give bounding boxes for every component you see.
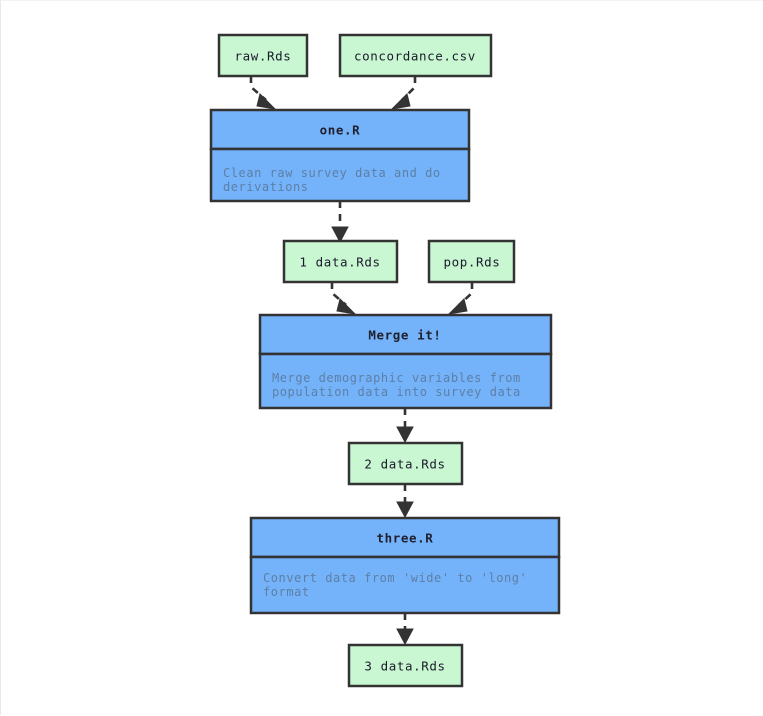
edge-raw-to-one [249, 76, 277, 110]
node-pop-rds-label: pop.Rds [444, 255, 501, 270]
edge-1data-to-merge [330, 282, 357, 315]
node-one-r-title: one.R [320, 123, 361, 138]
node-three-r-desc-line1: Convert data from 'wide' to 'long' [263, 571, 527, 585]
node-pop-rds[interactable]: pop.Rds [427, 239, 516, 284]
edge-2data-to-three [396, 484, 414, 519]
edge-pop-to-merge [447, 282, 474, 315]
node-concordance-csv-label: concordance.csv [354, 49, 476, 64]
edge-merge-to-2data [396, 408, 414, 444]
node-merge-it-desc-line2: population data into survey data [272, 385, 521, 399]
node-merge-it-title: Merge it! [368, 328, 441, 343]
node-raw-rds-label: raw.Rds [235, 49, 292, 64]
edge-three-to-3data [396, 613, 414, 646]
node-one-r[interactable]: one.R Clean raw survey data and do deriv… [209, 108, 471, 203]
node-1-data-rds-label: 1 data.Rds [299, 255, 380, 270]
edge-concordance-to-one [390, 76, 417, 110]
node-three-r-desc-line2: format [263, 585, 310, 599]
node-3-data-rds[interactable]: 3 data.Rds [347, 643, 464, 688]
node-three-r[interactable]: three.R Convert data from 'wide' to 'lon… [249, 516, 561, 615]
node-concordance-csv[interactable]: concordance.csv [338, 33, 493, 78]
node-1-data-rds[interactable]: 1 data.Rds [282, 239, 399, 284]
node-raw-rds[interactable]: raw.Rds [217, 33, 309, 78]
node-one-r-desc-line2: derivations [223, 180, 309, 194]
node-2-data-rds-label: 2 data.Rds [364, 457, 445, 472]
node-one-r-desc-line1: Clean raw survey data and do [223, 166, 441, 180]
edge-one-to-1data [331, 201, 349, 244]
node-2-data-rds[interactable]: 2 data.Rds [347, 441, 464, 486]
node-three-r-title: three.R [377, 531, 434, 546]
node-merge-it[interactable]: Merge it! Merge demographic variables fr… [258, 313, 553, 410]
node-3-data-rds-label: 3 data.Rds [364, 659, 445, 674]
node-merge-it-desc-line1: Merge demographic variables from [272, 371, 521, 385]
